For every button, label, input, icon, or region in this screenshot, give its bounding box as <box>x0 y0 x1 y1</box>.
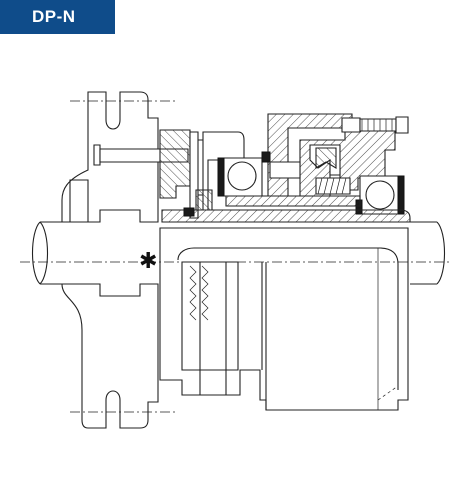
seal-details <box>225 151 361 207</box>
model-label: DP-N <box>32 7 76 26</box>
sprocket <box>61 91 189 429</box>
marker-symbol: ✱ <box>139 248 158 273</box>
armature-plate <box>159 129 245 219</box>
lower-body <box>159 227 409 411</box>
bearing-left <box>217 157 263 197</box>
model-badge: DP-N <box>0 0 115 34</box>
bearing-right <box>355 175 405 215</box>
spring <box>315 177 351 195</box>
hub <box>161 189 411 223</box>
